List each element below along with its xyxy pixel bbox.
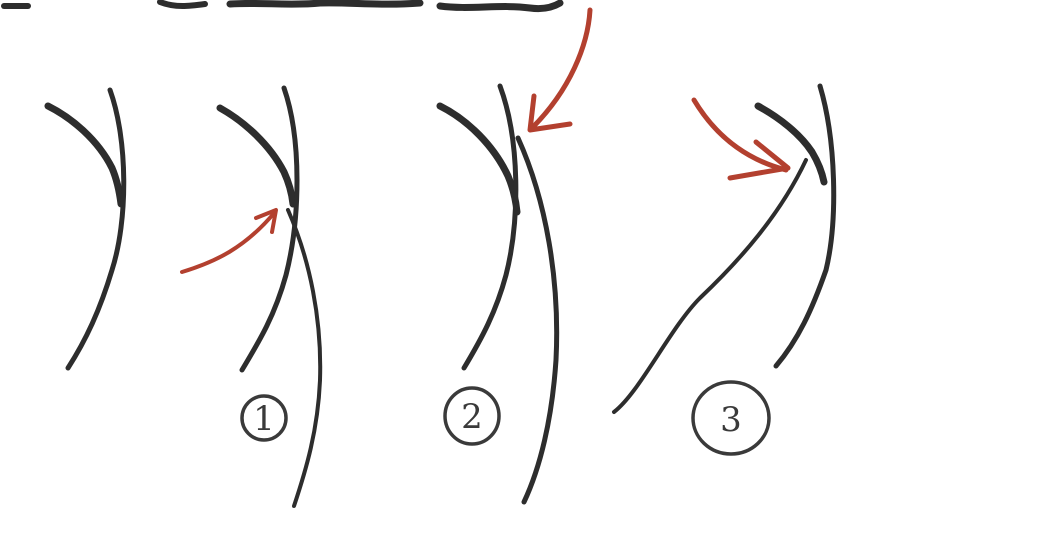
step-label-1: 1 <box>240 394 288 442</box>
figure-base <box>44 87 127 371</box>
figure-step-1 <box>180 85 323 508</box>
step-label-3: 3 <box>691 380 771 456</box>
arrow-step-2 <box>529 7 593 131</box>
figure-step-2 <box>436 7 593 505</box>
cropped-heading-fragment <box>1 0 564 12</box>
figure-step-3 <box>612 83 837 414</box>
svg-text:3: 3 <box>720 400 742 440</box>
svg-text:1: 1 <box>253 399 275 439</box>
arrow-step-3 <box>691 97 789 173</box>
svg-text:2: 2 <box>461 397 483 437</box>
arrow-step-1 <box>180 210 277 274</box>
step-label-2: 2 <box>443 386 501 446</box>
